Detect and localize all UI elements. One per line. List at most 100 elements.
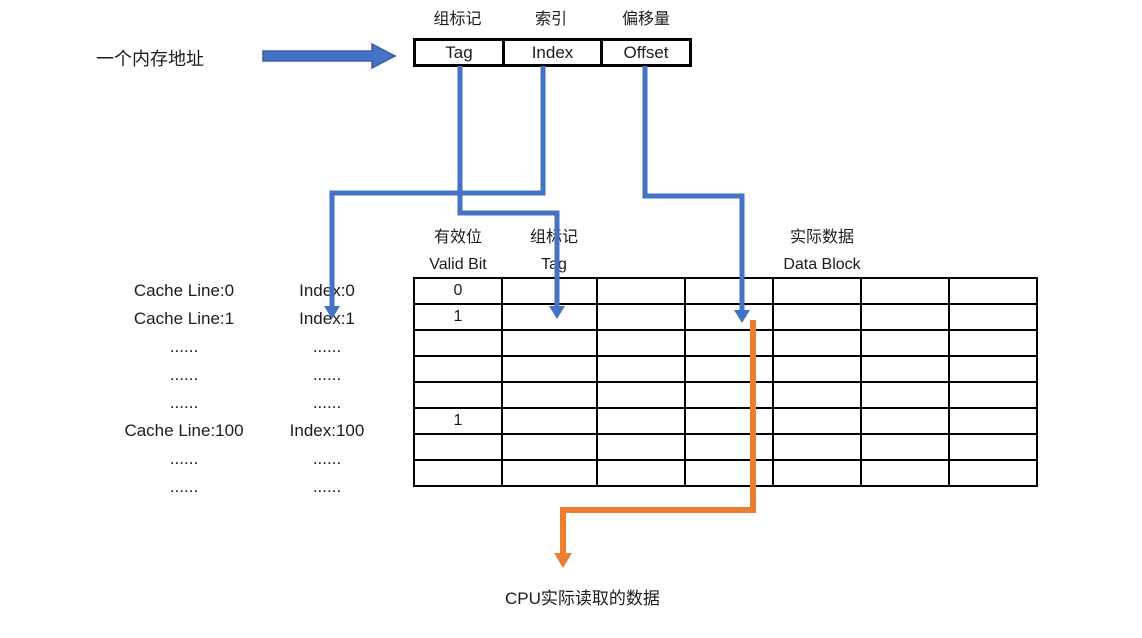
tag-cell [501, 329, 598, 357]
data-cell [596, 433, 686, 461]
data-cell [596, 381, 686, 409]
data-cell [948, 459, 1038, 487]
data-cell [596, 329, 686, 357]
data-block-header-cn: 实际数据 [789, 229, 854, 246]
data-cell [860, 303, 950, 331]
cache-line-label: ...... [169, 365, 199, 384]
address-offset-cell: Offset [600, 41, 689, 64]
tag-column-header-cn: 组标记 [529, 229, 578, 246]
table-row: 0 [413, 277, 1038, 305]
tag-cell [501, 381, 598, 409]
index-label: Index:100 [289, 421, 365, 440]
cache-line-label: Cache Line:100 [124, 421, 244, 440]
data-cell [948, 303, 1038, 331]
data-cell [684, 433, 774, 461]
cache-line-label: ...... [169, 477, 199, 496]
table-row [413, 355, 1038, 383]
data-cell [772, 277, 862, 305]
tag-cell [501, 407, 598, 435]
valid-bit-header-cn: 有效位 [433, 229, 482, 246]
cpu-read-arrowhead-icon [554, 553, 572, 568]
table-row [413, 459, 1038, 487]
data-cell [684, 303, 774, 331]
tag-cell [501, 355, 598, 383]
data-block-header: 实际数据 Data Block [692, 224, 952, 278]
index-label: ...... [312, 477, 342, 496]
tag-cell [501, 277, 598, 305]
data-cell [772, 381, 862, 409]
valid-bit-cell [413, 433, 503, 461]
data-cell [948, 407, 1038, 435]
cache-line-label: ...... [169, 337, 199, 356]
index-field-cn-label: 索引 [534, 11, 567, 28]
data-cell [860, 433, 950, 461]
index-label: ...... [312, 449, 342, 468]
memory-address-box: Tag Index Offset [413, 38, 692, 67]
data-cell [860, 407, 950, 435]
data-cell [860, 459, 950, 487]
cpu-read-label: CPU实际读取的数据 [505, 589, 660, 608]
memory-address-label: 一个内存地址 [96, 49, 204, 69]
table-row [413, 433, 1038, 461]
cache-line-label: Cache Line:1 [133, 309, 235, 328]
data-cell [596, 355, 686, 383]
index-label: Index:0 [299, 281, 355, 300]
index-label: ...... [312, 393, 342, 412]
data-cell [772, 407, 862, 435]
valid-bit-cell: 1 [413, 303, 503, 331]
data-cell [772, 355, 862, 383]
address-tag-cell: Tag [416, 41, 502, 64]
cache-line-label: ...... [169, 393, 199, 412]
cache-line-labels: Cache Line:0 Cache Line:1 ...... ...... … [94, 277, 274, 501]
valid-bit-cell: 0 [413, 277, 503, 305]
data-cell [948, 355, 1038, 383]
index-labels: Index:0 Index:1 ...... ...... ...... Ind… [267, 277, 387, 501]
data-cell [860, 329, 950, 357]
data-cell [948, 329, 1038, 357]
data-cell [684, 407, 774, 435]
data-cell [772, 459, 862, 487]
cache-line-label: ...... [169, 449, 199, 468]
memory-address-arrow [262, 42, 397, 70]
tag-field-cn-label: 组标记 [433, 11, 482, 28]
data-cell [684, 381, 774, 409]
data-cell [860, 381, 950, 409]
index-label: Index:1 [299, 309, 355, 328]
cache-line-label: Cache Line:0 [133, 281, 235, 300]
data-cell [596, 459, 686, 487]
tag-column-header-en: Tag [541, 256, 567, 273]
data-cell [948, 433, 1038, 461]
valid-bit-cell: 1 [413, 407, 503, 435]
tag-cell [501, 459, 598, 487]
data-cell [948, 381, 1038, 409]
data-cell [684, 277, 774, 305]
data-cell [860, 355, 950, 383]
tag-column-header: 组标记 Tag [506, 224, 602, 278]
offset-field-cn-label: 偏移量 [621, 11, 670, 28]
tag-cell [501, 303, 598, 331]
data-block-header-en: Data Block [783, 256, 861, 273]
tag-cell [501, 433, 598, 461]
data-cell [772, 433, 862, 461]
data-cell [684, 459, 774, 487]
address-index-cell: Index [502, 41, 600, 64]
valid-bit-header: 有效位 Valid Bit [411, 224, 505, 278]
data-cell [772, 303, 862, 331]
data-cell [684, 355, 774, 383]
table-row: 1 [413, 407, 1038, 435]
data-cell [596, 277, 686, 305]
valid-bit-cell [413, 355, 503, 383]
valid-bit-cell [413, 381, 503, 409]
cache-table: 0 1 1 [413, 277, 1038, 487]
data-cell [596, 407, 686, 435]
valid-bit-header-en: Valid Bit [429, 256, 487, 273]
data-cell [860, 277, 950, 305]
data-cell [948, 277, 1038, 305]
index-label: ...... [312, 337, 342, 356]
valid-bit-cell [413, 329, 503, 357]
table-row: 1 [413, 303, 1038, 331]
index-label: ...... [312, 365, 342, 384]
valid-bit-cell [413, 459, 503, 487]
data-cell [684, 329, 774, 357]
